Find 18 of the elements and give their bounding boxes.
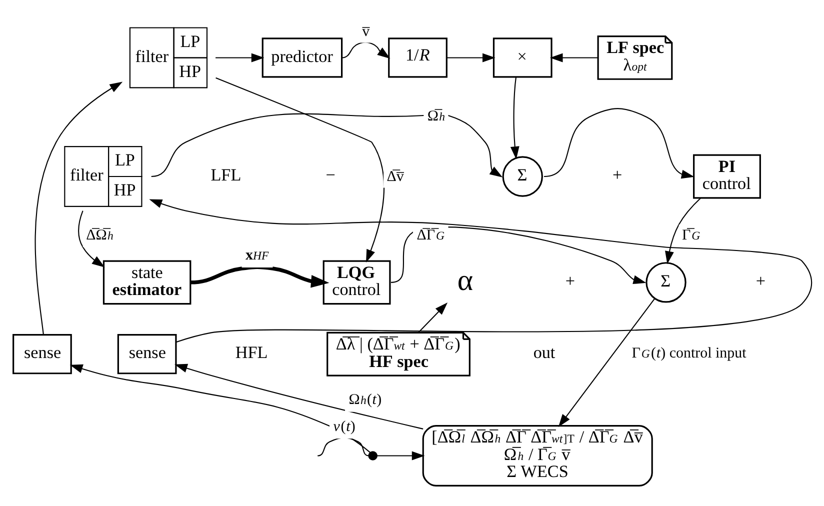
edge-label: Δ̅Γ̅G — [416, 227, 444, 244]
edge-label: ΓG(t) control input — [632, 346, 746, 362]
label: + — [565, 271, 576, 290]
node-text: α — [457, 264, 474, 297]
edge-label: Δ̅Ω̅h — [86, 227, 114, 244]
edge-label: xHF — [246, 248, 269, 264]
label: HFL — [235, 343, 268, 362]
edge-label: v(t) — [333, 418, 356, 435]
label: − — [326, 166, 336, 185]
edge-label: v̅ — [362, 24, 370, 40]
edge-label: Γ̅G — [682, 227, 700, 244]
edge-label: Ω̅h — [427, 108, 446, 125]
label: + — [756, 271, 766, 290]
label: + — [612, 166, 622, 185]
label: LFL — [210, 166, 242, 185]
edge-label: Δ̅v̅ — [386, 168, 404, 185]
label: out — [533, 343, 556, 362]
edge-label: Ωh(t) — [348, 392, 382, 408]
